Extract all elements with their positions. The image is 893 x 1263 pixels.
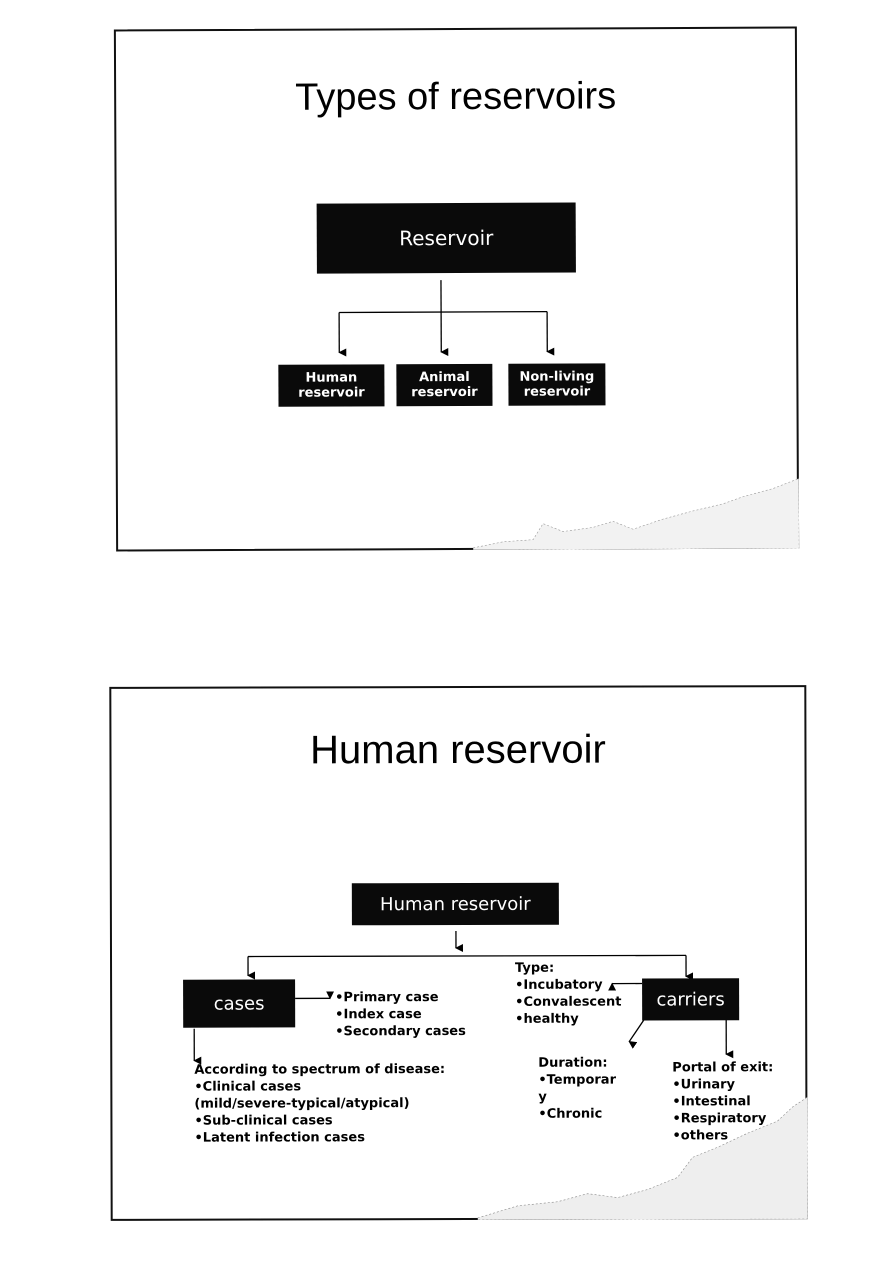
- list-item: •Incubatory: [515, 977, 603, 993]
- box-label-line2: reservoir: [298, 385, 365, 401]
- human-reservoir-root-box: Human reservoir: [351, 882, 559, 926]
- root-label: Human reservoir: [380, 893, 531, 915]
- list-item: •healthy: [515, 1011, 579, 1027]
- list-item: •Sub-clinical cases: [194, 1113, 333, 1129]
- box-label-line1: Animal: [419, 369, 470, 386]
- box-label-line2: reservoir: [411, 384, 478, 401]
- carrier-type-list: Type: •Incubatory •Convalescent •healthy: [515, 960, 621, 1028]
- scan-noise: [477, 1097, 808, 1220]
- carriers-box: carriers: [642, 978, 740, 1021]
- carriers-label: carriers: [656, 988, 725, 1010]
- root-label: Reservoir: [399, 225, 494, 251]
- tree-connectors: [338, 280, 555, 357]
- list-item: •Primary case: [335, 990, 439, 1006]
- list-heading: Portal of exit:: [672, 1060, 774, 1076]
- list-heading: According to spectrum of disease:: [194, 1062, 446, 1078]
- box-label-line2: reservoir: [523, 384, 591, 400]
- slide-human-reservoir: Human reservoir Human reservoir cases ca…: [109, 685, 808, 1221]
- list-item: •Urinary: [672, 1077, 736, 1093]
- box-label-line1: Human: [305, 370, 358, 386]
- list-item: (mild/severe-typical/atypical): [194, 1096, 410, 1112]
- case-types-list: •Primary case •Index case •Secondary cas…: [335, 989, 466, 1040]
- list-item: •Latent infection cases: [194, 1130, 365, 1146]
- list-heading: Duration:: [538, 1055, 608, 1071]
- list-item: •Secondary cases: [335, 1023, 466, 1040]
- list-item: •Temporar: [538, 1072, 617, 1088]
- list-item: •Index case: [335, 1007, 422, 1023]
- list-heading: Type:: [515, 960, 555, 976]
- reservoir-root-box: Reservoir: [316, 202, 576, 274]
- spectrum-list: According to spectrum of disease: •Clini…: [194, 1061, 445, 1147]
- cases-box: cases: [183, 979, 296, 1028]
- cases-label: cases: [213, 993, 265, 1015]
- list-item: •Clinical cases: [194, 1079, 302, 1095]
- tree-connectors: [193, 931, 734, 1065]
- box-label-line1: Non-living: [519, 369, 595, 385]
- scan-noise: [472, 478, 800, 550]
- list-item: •Convalescent: [515, 994, 622, 1010]
